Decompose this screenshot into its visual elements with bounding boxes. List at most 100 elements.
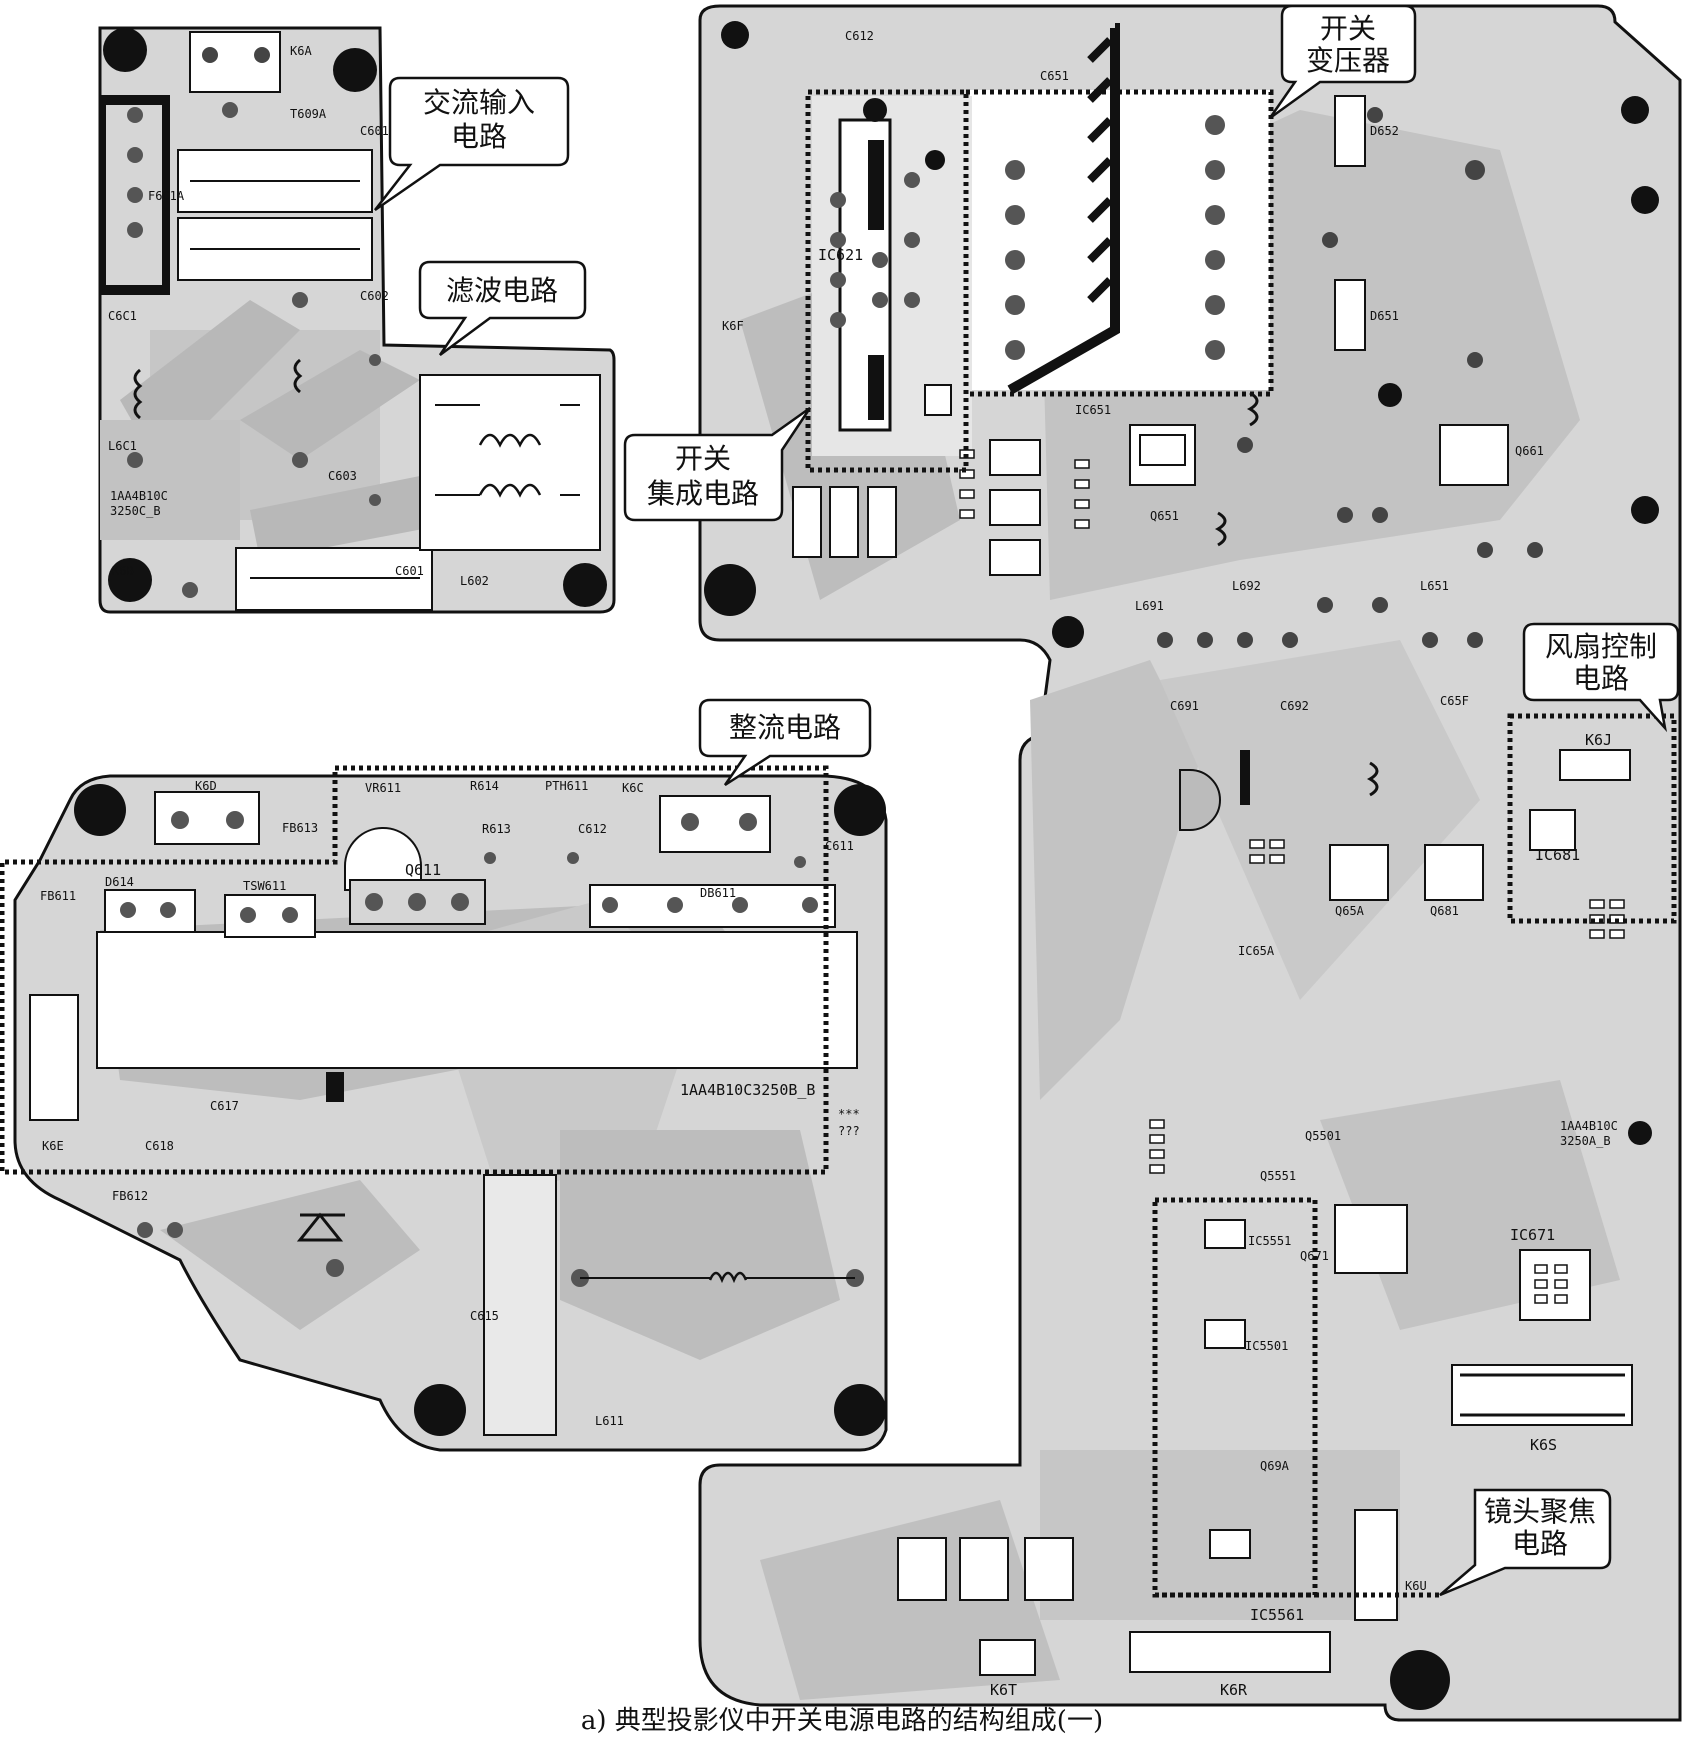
ref-label: Q5501 bbox=[1305, 1129, 1341, 1143]
region-outlines bbox=[0, 89, 1677, 1598]
mount-hole bbox=[1052, 616, 1084, 648]
callout-switch-transformer-line2: 变压器 bbox=[1306, 44, 1390, 77]
ref-label: IC65A bbox=[1238, 944, 1275, 958]
ref-label: C612 bbox=[578, 822, 607, 836]
mount-hole bbox=[721, 21, 749, 49]
ref-label: K6E bbox=[42, 1139, 64, 1153]
ref-label: C692 bbox=[1280, 699, 1309, 713]
callout-rectifier: 整流电路 bbox=[698, 698, 872, 787]
ref-label: Q681 bbox=[1430, 904, 1459, 918]
mount-hole bbox=[414, 1384, 466, 1436]
ref-label: 1AA4B10C3250B_B bbox=[680, 1081, 815, 1099]
ref-label: D614 bbox=[105, 875, 134, 889]
ref-label: K6U bbox=[1405, 1579, 1427, 1593]
ref-label: K6D bbox=[195, 779, 217, 793]
ref-label: C618 bbox=[145, 1139, 174, 1153]
callout-switch-ic-line2: 集成电路 bbox=[647, 477, 759, 510]
ref-label: K6C bbox=[622, 781, 644, 795]
ref-label: IC671 bbox=[1510, 1226, 1555, 1244]
mount-hole bbox=[1621, 96, 1649, 124]
mount-hole bbox=[834, 1384, 886, 1436]
callout-lens-focus: 镜头聚焦 电路 bbox=[1439, 1488, 1612, 1597]
callout-fan-control-line1: 风扇控制 bbox=[1545, 630, 1657, 663]
ref-label: 1AA4B10C bbox=[1560, 1119, 1618, 1133]
ref-label: C691 bbox=[1170, 699, 1199, 713]
ref-label: IC681 bbox=[1535, 846, 1580, 864]
ref-label: Q611 bbox=[405, 861, 441, 879]
ref-label: C601 bbox=[395, 564, 424, 578]
ref-label: C601 bbox=[360, 124, 389, 138]
ref-label: 1AA4B10C bbox=[110, 489, 168, 503]
mount-hole bbox=[1628, 1121, 1652, 1145]
ref-label: L6C1 bbox=[108, 439, 137, 453]
ref-label: PTH611 bbox=[545, 779, 588, 793]
mount-hole bbox=[1378, 383, 1402, 407]
callout-fan-control: 风扇控制 电路 bbox=[1522, 622, 1680, 733]
mount-hole bbox=[563, 563, 607, 607]
ref-label: DB611 bbox=[700, 886, 736, 900]
ref-label: *** bbox=[838, 1107, 860, 1121]
ref-label: VR611 bbox=[365, 781, 401, 795]
callout-switch-ic: 开关 集成电路 bbox=[623, 406, 812, 522]
callout-lens-focus-line1: 镜头聚焦 bbox=[1484, 1495, 1596, 1528]
ref-label: L651 bbox=[1420, 579, 1449, 593]
rectifier-board: K6D K6C VR611 R614 PTH611 R613 C612 C611… bbox=[13, 774, 888, 1452]
callout-filter-text: 滤波电路 bbox=[446, 274, 558, 307]
ref-label: IC5561 bbox=[1250, 1606, 1304, 1624]
fan-control-region bbox=[1507, 713, 1677, 924]
ref-label: C615 bbox=[470, 1309, 499, 1323]
ref-label: Q65A bbox=[1335, 904, 1365, 918]
ref-label: L602 bbox=[460, 574, 489, 588]
ref-label: C6C1 bbox=[108, 309, 137, 323]
ref-label: C612 bbox=[845, 29, 874, 43]
ref-label: IC651 bbox=[1075, 403, 1111, 417]
ref-label: TSW611 bbox=[243, 879, 286, 893]
mount-hole bbox=[1631, 186, 1659, 214]
ac-input-board: 1AA4B10C 3250C_B L6C1 C6C1 L602 C602 C60… bbox=[98, 26, 616, 614]
ref-label: Q661 bbox=[1515, 444, 1544, 458]
mount-hole bbox=[103, 28, 147, 72]
ref-label: 3250A_B bbox=[1560, 1134, 1611, 1148]
callout-filter: 滤波电路 bbox=[418, 260, 587, 357]
ref-label: IC5501 bbox=[1245, 1339, 1288, 1353]
ref-label: D652 bbox=[1370, 124, 1399, 138]
ref-label: L692 bbox=[1232, 579, 1261, 593]
ref-label: K6T bbox=[990, 1681, 1017, 1699]
ref-label: D651 bbox=[1370, 309, 1399, 323]
ref-label: K6R bbox=[1220, 1681, 1248, 1699]
rectifier-region bbox=[0, 765, 829, 1175]
ref-label: K6S bbox=[1530, 1436, 1557, 1454]
callout-switch-ic-line1: 开关 bbox=[675, 442, 731, 475]
ref-label: Q69A bbox=[1260, 1459, 1290, 1473]
ref-label: FB613 bbox=[282, 821, 318, 835]
ref-label: C603 bbox=[328, 469, 357, 483]
transformer-region bbox=[963, 89, 1274, 397]
ref-label: C65F bbox=[1440, 694, 1469, 708]
mount-hole bbox=[1631, 496, 1659, 524]
ref-label: K6J bbox=[1585, 731, 1612, 749]
ref-label: T609A bbox=[290, 107, 327, 121]
callout-ac-input-line1: 交流输入 bbox=[423, 86, 535, 119]
mount-hole bbox=[704, 564, 756, 616]
mount-hole bbox=[74, 784, 126, 836]
mount-hole bbox=[1390, 1650, 1450, 1710]
callout-fan-control-line2: 电路 bbox=[1573, 662, 1629, 695]
ref-label: K6A bbox=[290, 44, 312, 58]
ref-label: C611 bbox=[825, 839, 854, 853]
ref-label: K6B bbox=[112, 564, 134, 578]
ref-label: FB612 bbox=[112, 1189, 148, 1203]
ref-label: C617 bbox=[210, 1099, 239, 1113]
ref-label: C602 bbox=[360, 289, 389, 303]
callout-switch-transformer-line1: 开关 bbox=[1320, 12, 1376, 45]
ref-label: FB611 bbox=[40, 889, 76, 903]
ref-label: L611 bbox=[595, 1414, 624, 1428]
callout-lens-focus-line2: 电路 bbox=[1512, 1527, 1568, 1560]
ref-label: 3250C_B bbox=[110, 504, 161, 518]
ref-label: ??? bbox=[838, 1124, 860, 1138]
ref-label: L691 bbox=[1135, 599, 1164, 613]
callout-ac-input: 交流输入 电路 bbox=[374, 76, 570, 212]
mount-hole bbox=[333, 48, 377, 92]
ref-label: C651 bbox=[1040, 69, 1069, 83]
mount-hole bbox=[834, 784, 886, 836]
